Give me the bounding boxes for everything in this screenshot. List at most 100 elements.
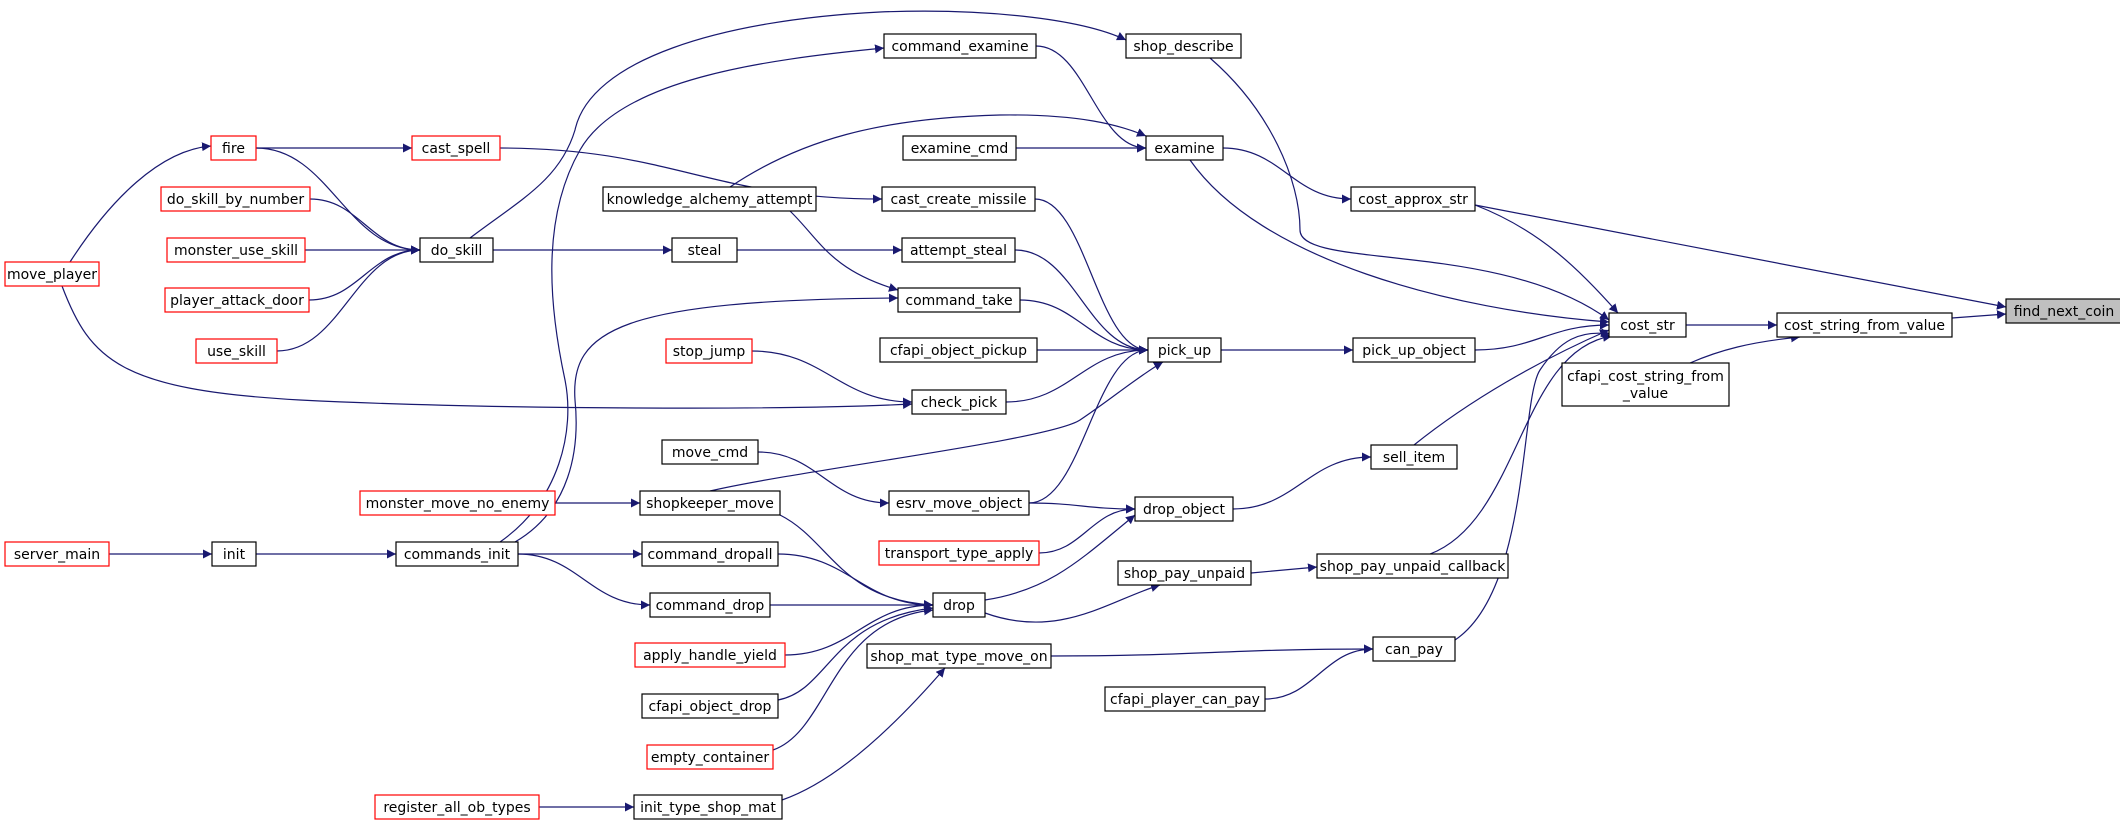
node-command_dropall[interactable]: command_dropall	[641, 541, 779, 567]
node-label: steal	[688, 243, 722, 259]
node-box	[646, 744, 774, 770]
node-cfapi_object_pickup[interactable]: cfapi_object_pickup	[879, 337, 1038, 363]
node-server_main[interactable]: server_main	[4, 541, 110, 567]
node-drop_object[interactable]: drop_object	[1134, 496, 1234, 522]
node-do_skill_by_number[interactable]: do_skill_by_number	[160, 186, 311, 212]
node-do_skill[interactable]: do_skill	[419, 237, 494, 263]
node-knowledge_alchemy_attempt[interactable]: knowledge_alchemy_attempt	[602, 186, 817, 212]
node-box	[888, 490, 1030, 516]
node-monster_use_skill[interactable]: monster_use_skill	[166, 237, 306, 263]
node-label: drop_object	[1143, 502, 1225, 518]
node-label: examine_cmd	[911, 141, 1008, 157]
edges-layer	[61, 10, 2007, 812]
node-label: server_main	[14, 547, 100, 563]
edge-commands_init-to-command_examine	[499, 44, 885, 543]
node-box	[897, 287, 1021, 313]
edge-shop_mat_type_move_on-to-can_pay	[1050, 644, 1374, 657]
node-label: cfapi_player_can_pay	[1110, 692, 1260, 708]
node-esrv_move_object[interactable]: esrv_move_object	[888, 490, 1030, 516]
node-can_pay[interactable]: can_pay	[1372, 636, 1456, 662]
node-cost_string_from_value[interactable]: cost_string_from_value	[1776, 312, 1953, 338]
node-label: find_next_coin	[2014, 304, 2115, 320]
node-label: check_pick	[921, 395, 998, 411]
node-use_skill[interactable]: use_skill	[195, 338, 278, 364]
node-shop_pay_unpaid_callback[interactable]: shop_pay_unpaid_callback	[1316, 553, 1509, 579]
node-label: player_attack_door	[170, 293, 304, 309]
node-steal[interactable]: steal	[671, 237, 738, 263]
edge-commands_init-to-command_take	[514, 293, 899, 543]
node-cfapi_cost[interactable]: cfapi_cost_string_from_value	[1561, 362, 1730, 407]
node-box	[1134, 496, 1234, 522]
node-box	[211, 541, 257, 567]
node-drop[interactable]: drop	[932, 592, 986, 618]
node-move_cmd[interactable]: move_cmd	[661, 439, 759, 465]
node-empty_container[interactable]: empty_container	[646, 744, 774, 770]
node-label: do_skill_by_number	[167, 192, 305, 208]
node-box	[602, 186, 817, 212]
node-shopkeeper_move[interactable]: shopkeeper_move	[639, 490, 781, 516]
node-label: cost_approx_str	[1358, 192, 1468, 208]
node-box	[4, 261, 100, 287]
edge-use_skill-to-do_skill	[276, 245, 421, 352]
node-cost_str[interactable]: cost_str	[1608, 312, 1687, 338]
node-examine[interactable]: examine	[1145, 135, 1224, 161]
edge-check_pick-to-pick_up	[1005, 345, 1149, 403]
node-box	[634, 642, 786, 668]
node-player_attack_door[interactable]: player_attack_door	[164, 287, 310, 313]
node-cost_approx_str[interactable]: cost_approx_str	[1350, 186, 1476, 212]
node-box	[1352, 337, 1476, 363]
node-pick_up_object[interactable]: pick_up_object	[1352, 337, 1476, 363]
node-label: cast_spell	[422, 141, 491, 157]
node-attempt_steal[interactable]: attempt_steal	[901, 237, 1016, 263]
node-monster_move_no_enemy[interactable]: monster_move_no_enemy	[359, 490, 556, 516]
node-shop_describe[interactable]: shop_describe	[1125, 33, 1242, 59]
node-commands_init[interactable]: commands_init	[395, 541, 519, 567]
edge-examine-to-cost_approx_str	[1222, 147, 1352, 204]
node-label: command_examine	[891, 39, 1028, 55]
node-cast_create_missile[interactable]: cast_create_missile	[881, 186, 1036, 212]
node-check_pick[interactable]: check_pick	[911, 389, 1007, 415]
node-box	[671, 237, 738, 263]
edge-shop_pay_unpaid_callback-to-cost_str	[1429, 332, 1613, 555]
node-label: fire	[222, 141, 245, 157]
node-box	[164, 287, 310, 313]
edge-commands_init-to-command_drop	[517, 553, 651, 610]
node-cfapi_object_drop[interactable]: cfapi_object_drop	[641, 693, 779, 719]
node-label: register_all_ob_types	[383, 800, 530, 816]
edge-esrv_move_object-to-pick_up	[1028, 345, 1149, 504]
edge-drop-to-drop_object	[984, 514, 1136, 601]
node-transport_type_apply[interactable]: transport_type_apply	[878, 540, 1040, 566]
edge-sell_item-to-cost_str	[1413, 329, 1610, 446]
node-box	[1776, 312, 1953, 338]
node-command_drop[interactable]: command_drop	[649, 592, 771, 618]
node-shop_pay_unpaid[interactable]: shop_pay_unpaid	[1117, 560, 1252, 586]
node-box	[881, 186, 1036, 212]
node-init[interactable]: init	[211, 541, 257, 567]
node-shop_mat_type_move_on[interactable]: shop_mat_type_move_on	[866, 643, 1052, 669]
edge-move_player-to-check_pick	[61, 285, 913, 409]
node-stop_jump[interactable]: stop_jump	[665, 338, 753, 364]
node-pick_up[interactable]: pick_up	[1147, 337, 1222, 363]
node-cfapi_player_can_pay[interactable]: cfapi_player_can_pay	[1104, 686, 1266, 712]
node-init_type_shop_mat[interactable]: init_type_shop_mat	[633, 794, 783, 820]
node-fire[interactable]: fire	[210, 135, 257, 161]
node-apply_handle_yield[interactable]: apply_handle_yield	[634, 642, 786, 668]
node-command_examine[interactable]: command_examine	[883, 33, 1037, 59]
edge-esrv_move_object-to-drop_object	[1028, 502, 1136, 514]
node-label: monster_move_no_enemy	[366, 496, 550, 512]
node-examine_cmd[interactable]: examine_cmd	[902, 135, 1017, 161]
node-command_take[interactable]: command_take	[897, 287, 1021, 313]
node-sell_item[interactable]: sell_item	[1370, 444, 1458, 470]
edge-init_type_shop_mat-to-shop_mat_type_move_on	[781, 667, 946, 801]
node-find_next_coin[interactable]: find_next_coin	[2005, 298, 2120, 324]
node-label: shop_describe	[1133, 39, 1233, 55]
edge-shop_pay_unpaid-to-shop_pay_unpaid_callback	[1250, 563, 1318, 574]
node-box	[1372, 636, 1456, 662]
node-box	[649, 592, 771, 618]
node-move_player[interactable]: move_player	[4, 261, 100, 287]
node-cast_spell[interactable]: cast_spell	[411, 135, 501, 161]
node-label: init_type_shop_mat	[640, 800, 776, 816]
node-register_all_ob_types[interactable]: register_all_ob_types	[374, 794, 540, 820]
edge-empty_container-to-drop	[772, 606, 934, 751]
